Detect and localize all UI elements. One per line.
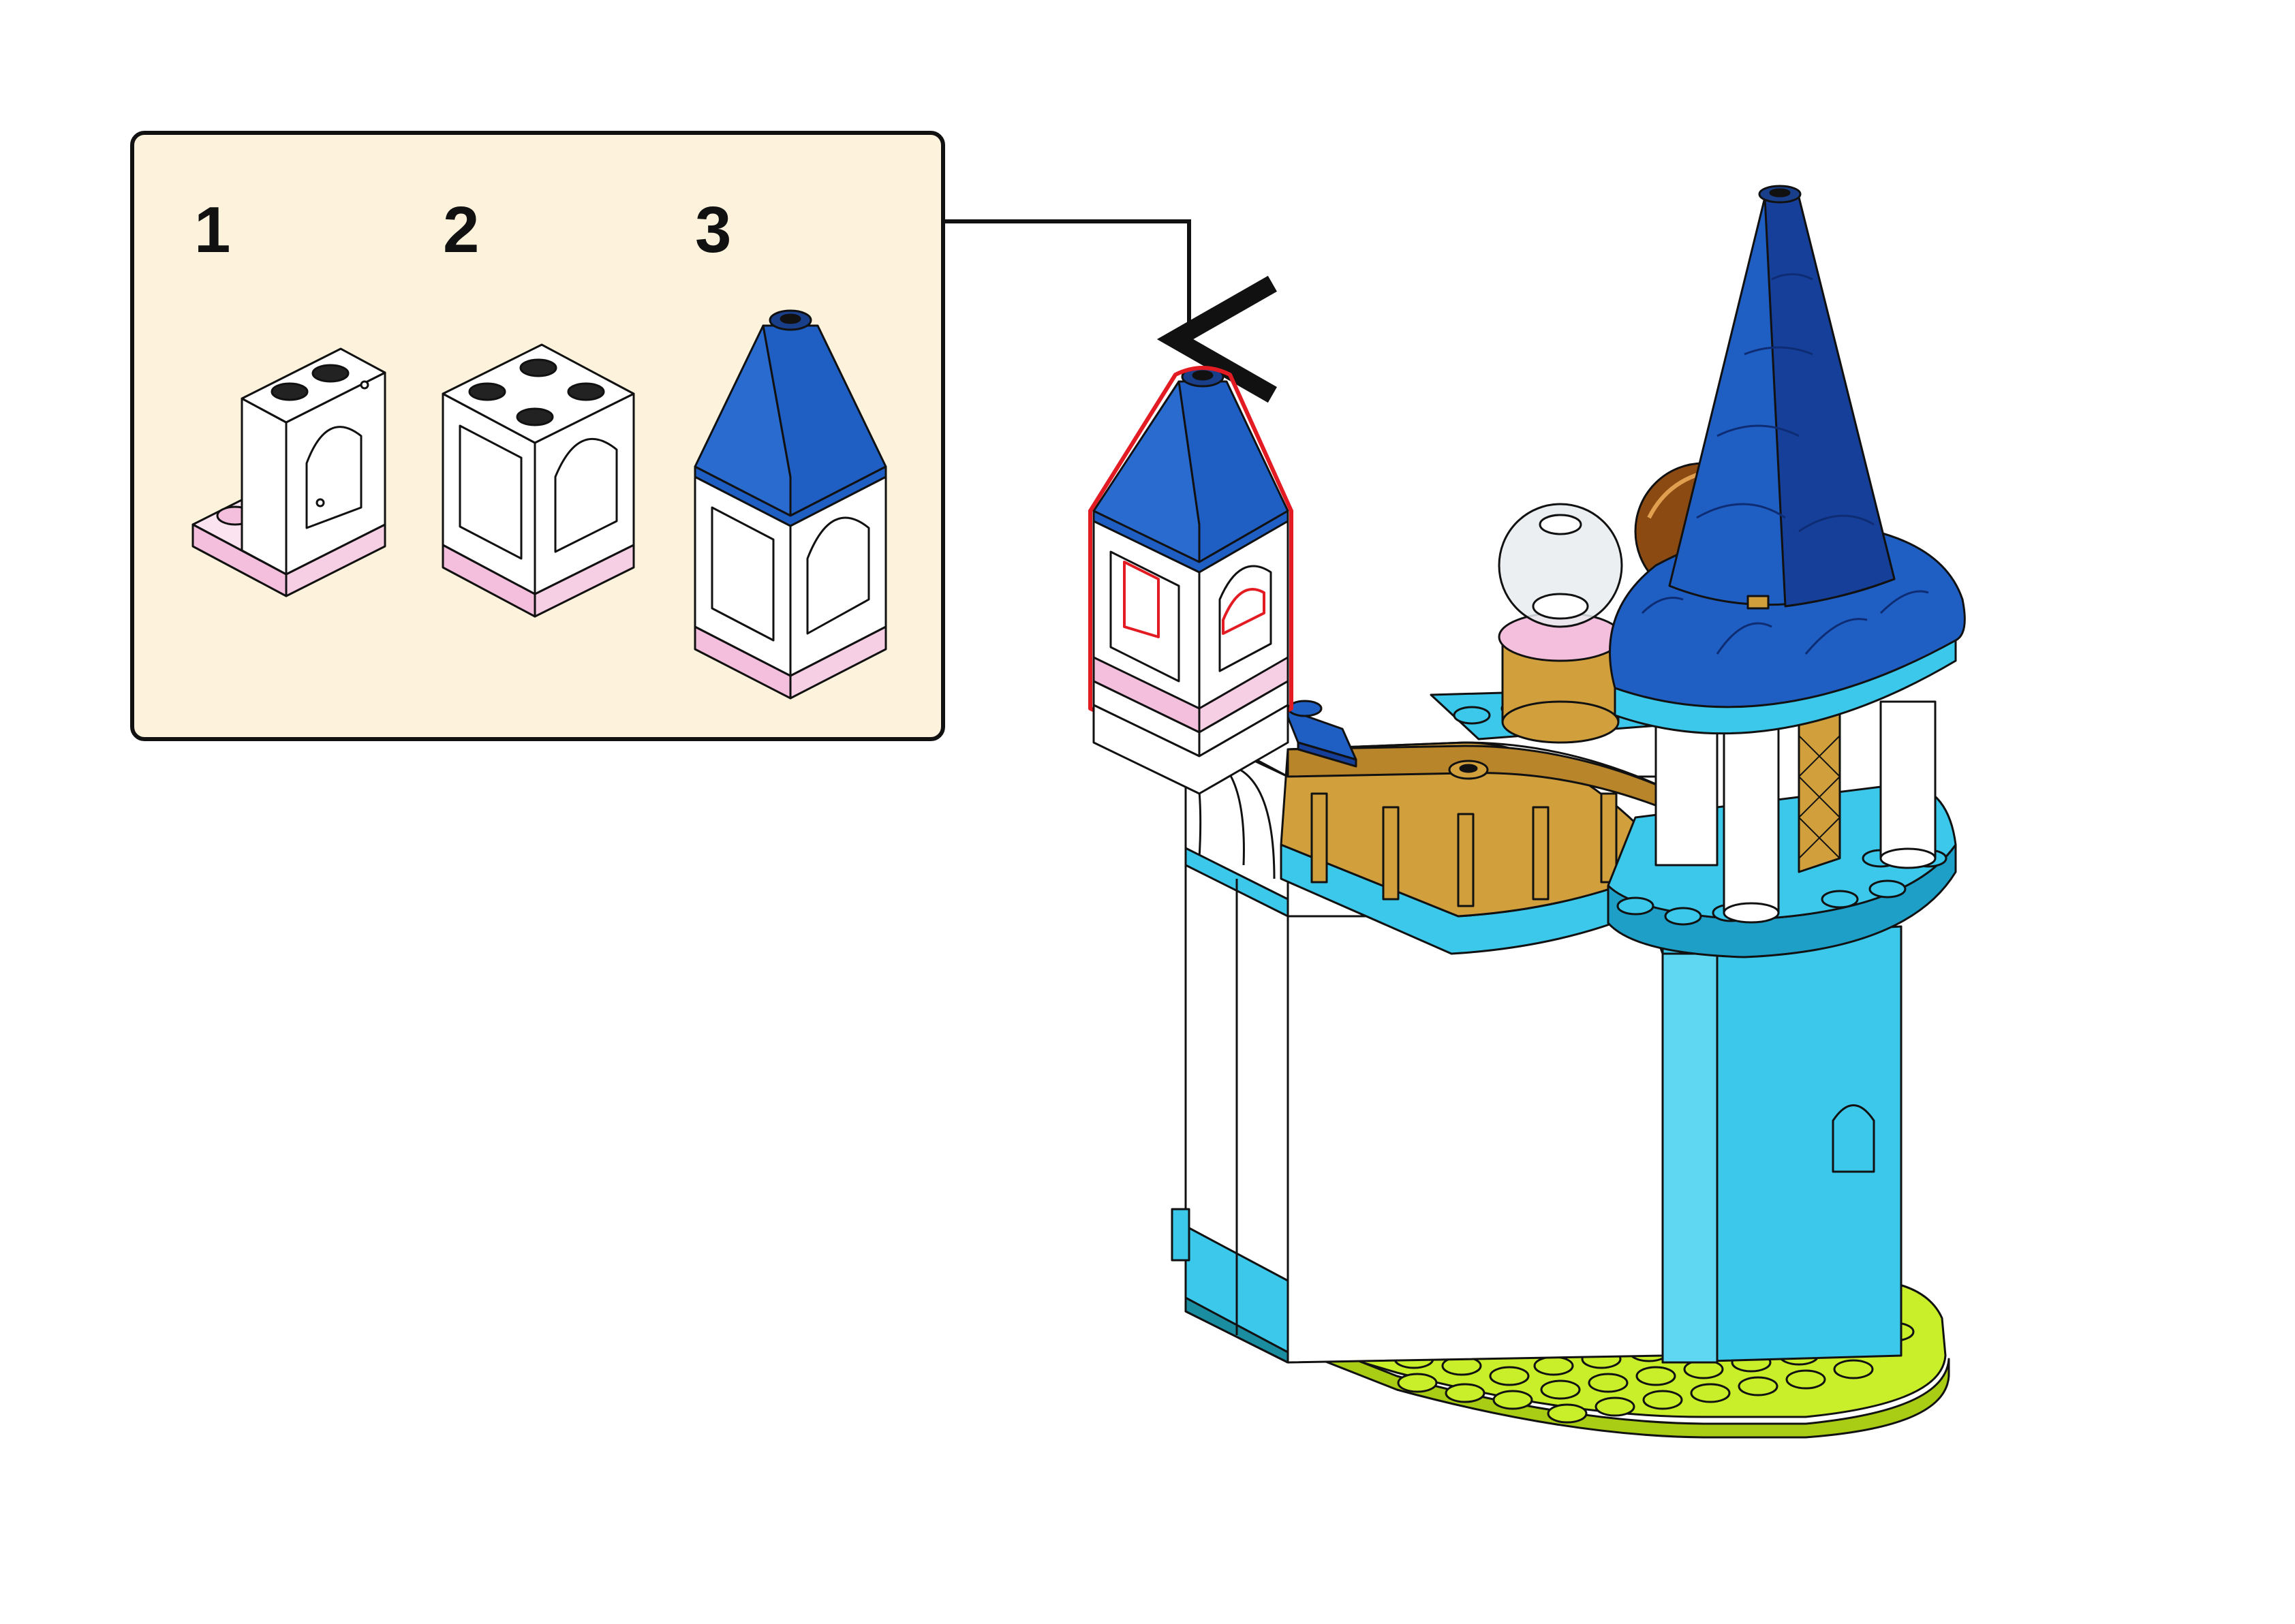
step-1-subassembly <box>191 347 386 597</box>
step-2-subassembly <box>442 343 635 618</box>
step-3-subassembly <box>694 309 887 700</box>
step-number-3: 3 <box>695 193 731 266</box>
balcony-posts <box>1310 792 1618 907</box>
step-number-1: 1 <box>194 193 230 266</box>
connector-arrow <box>945 219 1277 403</box>
castle-model <box>1088 185 1966 1439</box>
turret-base <box>1092 704 1289 795</box>
lamp-dome <box>1498 503 1623 744</box>
balcony <box>1280 700 1671 955</box>
callout-box: 1 2 3 <box>130 131 945 741</box>
tower-roof <box>1609 185 1966 708</box>
small-turret <box>1088 366 1293 762</box>
right-tower <box>1607 632 1957 1364</box>
step-number-2: 2 <box>443 193 479 266</box>
